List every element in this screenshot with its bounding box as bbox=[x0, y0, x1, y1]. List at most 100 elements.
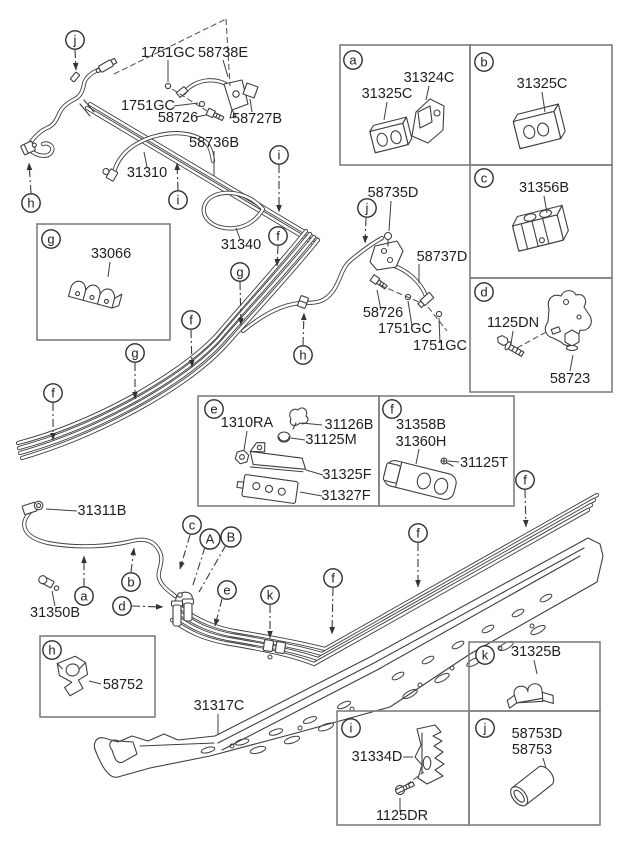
part-label-1751gc-2: 1751GC bbox=[121, 98, 175, 114]
box-letter-d-label: d bbox=[480, 285, 487, 300]
part-label-31126b: 31126B bbox=[325, 417, 374, 433]
callout-A: A bbox=[199, 528, 221, 550]
callout-f-3: f bbox=[43, 383, 63, 403]
clip-31126b bbox=[289, 407, 309, 430]
callout-i-1-label: i bbox=[177, 193, 180, 208]
part-label-31356b: 31356B bbox=[519, 180, 569, 196]
bracket-31358b bbox=[382, 460, 457, 500]
callout-b-1-label: b bbox=[127, 575, 134, 590]
callout-A-label: A bbox=[206, 532, 215, 547]
part-label-31324c: 31324C bbox=[404, 70, 455, 86]
callout-j-2: j bbox=[357, 198, 377, 218]
part-label-31340: 31340 bbox=[221, 237, 261, 253]
detail-box-parts bbox=[56, 98, 592, 807]
box-letter-b: b bbox=[474, 52, 494, 72]
callout-k-1-label: k bbox=[267, 588, 274, 603]
callout-d-1: d bbox=[112, 596, 132, 616]
callout-g-2: g bbox=[125, 343, 145, 363]
box-letter-b-label: b bbox=[480, 55, 487, 70]
callout-h-2-label: h bbox=[299, 348, 306, 363]
box-letter-k-label: k bbox=[482, 648, 489, 663]
callout-j-2-label: j bbox=[365, 201, 369, 216]
fuel-brake-lines-drawing bbox=[18, 66, 597, 664]
box-letter-e-label: e bbox=[210, 402, 217, 417]
box-letter-a-label: a bbox=[349, 53, 357, 68]
washer-1751gc-top bbox=[164, 82, 172, 90]
callout-j-1: j bbox=[65, 30, 85, 50]
washer-1751gc-top2 bbox=[198, 100, 206, 108]
part-label-31334d: 31334D bbox=[352, 749, 403, 765]
box-letter-h: h bbox=[42, 640, 62, 660]
bolt-1125dn bbox=[497, 335, 525, 357]
part-label-1751gc-3: 1751GC bbox=[378, 321, 432, 337]
tube-clip bbox=[70, 71, 80, 83]
bracket-31324c bbox=[411, 98, 445, 144]
part-label-31125m: 31125M bbox=[305, 432, 356, 448]
bracket-31334d bbox=[414, 724, 445, 785]
part-labels: 1751GC 58738E 1751GC 58726 58727B 58736B… bbox=[30, 45, 590, 824]
callout-h-1-label: h bbox=[27, 196, 34, 211]
box-letter-a: a bbox=[343, 50, 363, 70]
part-label-31327f: 31327F bbox=[321, 488, 370, 504]
callout-g-1: g bbox=[230, 262, 250, 282]
fitting-31311b bbox=[21, 500, 44, 516]
bracket-58735d bbox=[369, 231, 404, 271]
callout-f-2-label: f bbox=[189, 313, 193, 328]
box-letter-h-label: h bbox=[48, 643, 55, 658]
detail-box-g bbox=[36, 223, 171, 341]
detail-box-k bbox=[468, 641, 601, 712]
callout-f-4: f bbox=[515, 470, 535, 490]
detail-box-h bbox=[39, 635, 156, 718]
construction-lines bbox=[113, 18, 549, 786]
part-label-31125t: 31125T bbox=[460, 455, 508, 471]
part-label-58737d: 58737D bbox=[417, 249, 468, 265]
scene-hardware bbox=[20, 57, 443, 660]
callout-a-1-label: a bbox=[80, 589, 88, 604]
clamp-58752 bbox=[56, 655, 89, 697]
part-label-1310ra: 1310RA bbox=[221, 415, 274, 431]
hose-58738e-fittings bbox=[175, 79, 259, 122]
hose-58737d-end bbox=[417, 291, 435, 309]
hose-fitting bbox=[102, 167, 119, 182]
box-letter-g: g bbox=[41, 229, 61, 249]
callout-h-1: h bbox=[21, 193, 41, 213]
box-letter-e: e bbox=[204, 399, 224, 419]
part-label-58726-2: 58726 bbox=[363, 305, 403, 321]
callout-f-1-label: f bbox=[276, 229, 280, 244]
part-label-31325c-b: 31325C bbox=[517, 76, 568, 92]
part-label-31311b: 31311B bbox=[78, 503, 127, 519]
callout-g-2-label: g bbox=[131, 346, 138, 361]
callout-i-2-label: i bbox=[278, 148, 281, 163]
fitting-31350b bbox=[38, 575, 60, 591]
fuel-line-junction bbox=[170, 591, 195, 627]
callout-g-1-label: g bbox=[236, 265, 243, 280]
part-label-31310: 31310 bbox=[127, 165, 167, 181]
box-letter-f: f bbox=[382, 399, 402, 419]
callout-i-1: i bbox=[168, 190, 188, 210]
box-letter-j: j bbox=[475, 718, 495, 738]
scene-callouts: j h i i f g f g f h j f f f c A B b a d … bbox=[21, 30, 535, 616]
tube-connector bbox=[95, 57, 118, 74]
bolt-1125dr bbox=[394, 781, 415, 796]
part-label-31325f: 31325F bbox=[322, 467, 371, 483]
callout-arrows bbox=[26, 49, 529, 639]
bracket-31325f bbox=[249, 442, 307, 473]
callout-f-3-label: f bbox=[51, 386, 55, 401]
callout-e-1: e bbox=[217, 580, 237, 600]
clamp-31325c-b bbox=[512, 103, 566, 150]
callout-f-4-label: f bbox=[523, 473, 527, 488]
part-label-58738e: 58738E bbox=[198, 45, 248, 61]
part-label-1125dr: 1125DR bbox=[376, 808, 428, 824]
bundle-clamp bbox=[262, 639, 287, 660]
part-label-31358b: 31358B bbox=[396, 417, 446, 433]
part-label-58723: 58723 bbox=[550, 371, 590, 387]
nut-1310ra bbox=[234, 449, 250, 465]
part-label-58753: 58753 bbox=[512, 742, 552, 758]
callout-f-6-label: f bbox=[331, 571, 335, 586]
box-letter-g-label: g bbox=[47, 232, 54, 247]
box-letter-i: i bbox=[341, 718, 361, 738]
label-leaders bbox=[45, 59, 574, 812]
box-letter-i-label: i bbox=[350, 721, 353, 736]
bush-58753 bbox=[510, 765, 555, 807]
